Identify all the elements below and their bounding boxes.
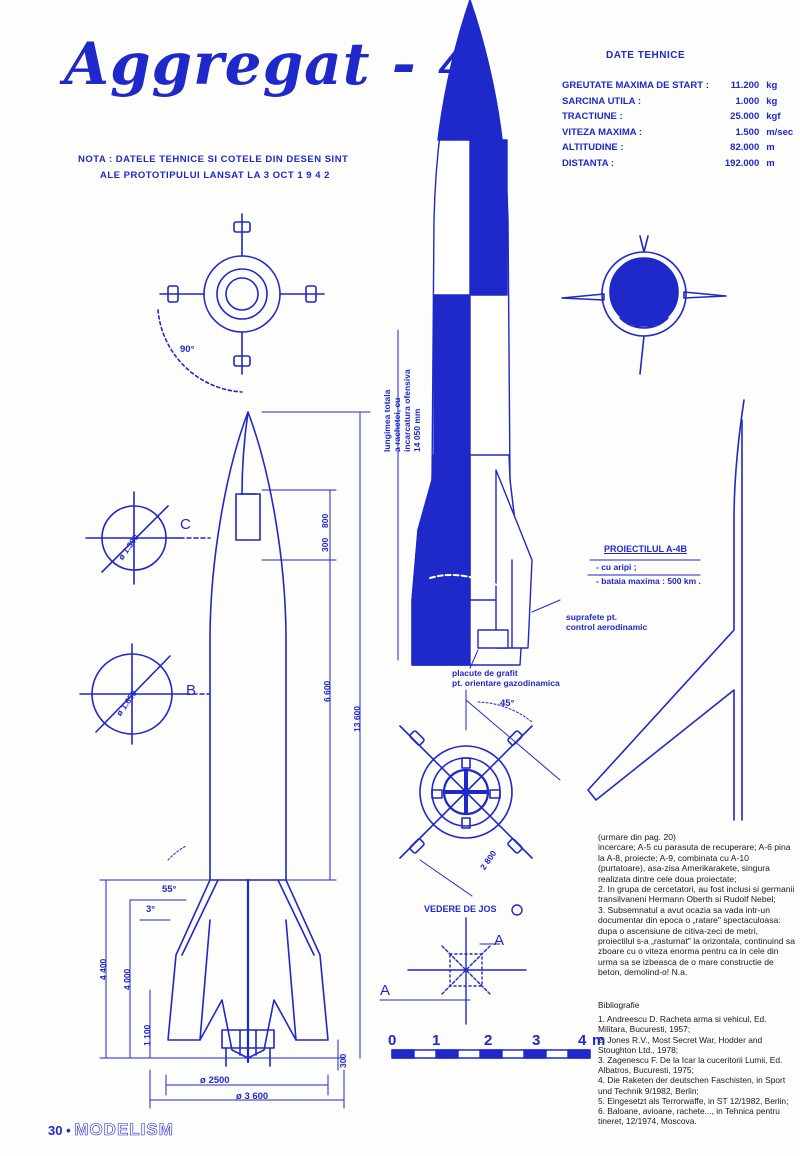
section-a-label-top: A bbox=[494, 932, 505, 949]
spec-unit: m bbox=[766, 142, 775, 154]
specs-heading: DATE TEHNICE bbox=[606, 50, 686, 61]
length-note: lungimea totala a rachetei, cu incarcatu… bbox=[382, 369, 422, 452]
section-a-label-left: A bbox=[380, 982, 391, 999]
article-continued: (urmare din pag. 20) bbox=[598, 832, 676, 842]
rocket-side-view bbox=[167, 411, 329, 1067]
angle-3-label: 3° bbox=[146, 904, 156, 915]
spec-unit: kg bbox=[766, 95, 778, 107]
spec-row: ALTITUDINE : 82.000 m bbox=[560, 140, 795, 156]
article-p1: incercare; A-5 cu parasuta de recuperare… bbox=[598, 842, 791, 884]
scale-label-1: 1 bbox=[432, 1032, 441, 1049]
spec-label: GREUTATE MAXIMA DE START : bbox=[562, 80, 709, 92]
spec-value: 1.000 bbox=[735, 95, 760, 107]
scale-unit: m bbox=[592, 1032, 606, 1049]
painted-rocket bbox=[397, 0, 561, 669]
dim-4000-label: 4 000 bbox=[122, 968, 132, 990]
scale-label-0: 0 bbox=[388, 1032, 397, 1049]
dim-4400-label: 4 400 bbox=[98, 958, 108, 980]
a4b-projectile bbox=[587, 399, 745, 821]
spec-unit: m/sec bbox=[766, 126, 794, 138]
section-a-a bbox=[379, 904, 527, 1025]
spec-label: ALTITUDINE : bbox=[562, 142, 624, 154]
section-circles bbox=[79, 491, 211, 745]
control-surface-note: suprafete pt. control aerodinamic bbox=[566, 612, 648, 632]
spec-row: DISTANTA : 192.000 m bbox=[560, 156, 795, 172]
spec-label: SARCINA UTILA : bbox=[562, 95, 641, 107]
bottom-view bbox=[399, 689, 561, 897]
spec-row: TRACTIUNE : 25.000 kgf bbox=[560, 109, 795, 125]
page-title: Aggregat - 4 bbox=[64, 30, 480, 98]
dim-300-bottom-label: 300 bbox=[338, 1053, 348, 1068]
bottom-view-label: VEDERE DE JOS bbox=[424, 904, 497, 914]
angle-90-label: 90° bbox=[180, 344, 195, 355]
spec-value: 1.500 bbox=[735, 126, 760, 138]
spec-unit: kg bbox=[766, 80, 778, 92]
dimension-lines bbox=[99, 411, 371, 1109]
spec-value: 11.200 bbox=[730, 80, 760, 92]
spec-row: GREUTATE MAXIMA DE START : 11.200 kg bbox=[560, 78, 795, 94]
bibliography: Bibliografie 1. Andreescu D. Racheta arm… bbox=[598, 1000, 796, 1126]
bibliography-title: Bibliografie bbox=[598, 1000, 640, 1010]
spec-value: 82.000 bbox=[730, 142, 760, 154]
article-p2: 2. In grupa de cercetatori, au fost incl… bbox=[598, 884, 795, 905]
scale-label-3: 3 bbox=[532, 1032, 541, 1049]
spec-label: DISTANTA : bbox=[562, 157, 615, 169]
footer-bullet: • bbox=[66, 1123, 71, 1138]
nota-line-1: NOTA : DATELE TEHNICE SI COTELE DIN DESE… bbox=[78, 154, 349, 165]
spec-row: SARCINA UTILA : 1.000 kg bbox=[560, 94, 795, 110]
dim-2500-label: ø 2500 bbox=[200, 1075, 230, 1086]
spec-row: VITEZA MAXIMA : 1.500 m/sec bbox=[560, 125, 795, 141]
a4b-notes: - cu aripi ; - bataia maxima : 500 km . bbox=[596, 562, 701, 586]
dim-1100-label: 1 100 bbox=[142, 1024, 152, 1046]
dim-3600-label: ø 3 600 bbox=[236, 1091, 269, 1102]
spec-unit: m bbox=[766, 157, 775, 169]
spec-label: TRACTIUNE : bbox=[562, 111, 623, 123]
dim-300-label: 300 bbox=[320, 537, 330, 552]
article-text: (urmare din pag. 20) incercare; A-5 cu p… bbox=[598, 832, 796, 978]
dim-13600-label: 13 600 bbox=[352, 706, 362, 732]
a4b-title: PROIECTILUL A-4B bbox=[604, 544, 688, 554]
angle-55-label: 55° bbox=[162, 884, 177, 895]
angle-45-label: 45° bbox=[500, 698, 515, 709]
article-p3: 3. Subsemnatul a avut ocazia sa vada int… bbox=[598, 904, 795, 978]
spec-unit: kgf bbox=[766, 111, 781, 123]
section-b-label: B bbox=[186, 682, 197, 699]
scale-bar bbox=[391, 1049, 591, 1059]
page-number: 30 bbox=[48, 1123, 63, 1138]
section-c-label: C bbox=[180, 516, 191, 533]
graphite-plates-note: placute de grafit pt. orientare gazodina… bbox=[452, 668, 560, 688]
dim-6600-label: 6 600 bbox=[322, 680, 332, 702]
page-footer: 30 • MODELISM bbox=[48, 1120, 174, 1140]
scale-label-4: 4 bbox=[578, 1032, 587, 1049]
scale-label-2: 2 bbox=[484, 1032, 493, 1049]
nota-text: NOTA : DATELE TEHNICE SI COTELE DIN DESE… bbox=[78, 152, 348, 184]
spec-label: VITEZA MAXIMA : bbox=[562, 126, 643, 138]
spec-value: 25.000 bbox=[730, 111, 760, 123]
painted-tail-view bbox=[561, 235, 727, 375]
nota-line-2: ALE PROTOTIPULUI LANSAT LA 3 OCT 1 9 4 2 bbox=[100, 170, 330, 181]
tail-view-top bbox=[157, 213, 325, 393]
dim-800-label: 800 bbox=[320, 513, 330, 528]
magazine-name: MODELISM bbox=[74, 1120, 174, 1140]
spec-value: 192.000 bbox=[724, 157, 760, 169]
